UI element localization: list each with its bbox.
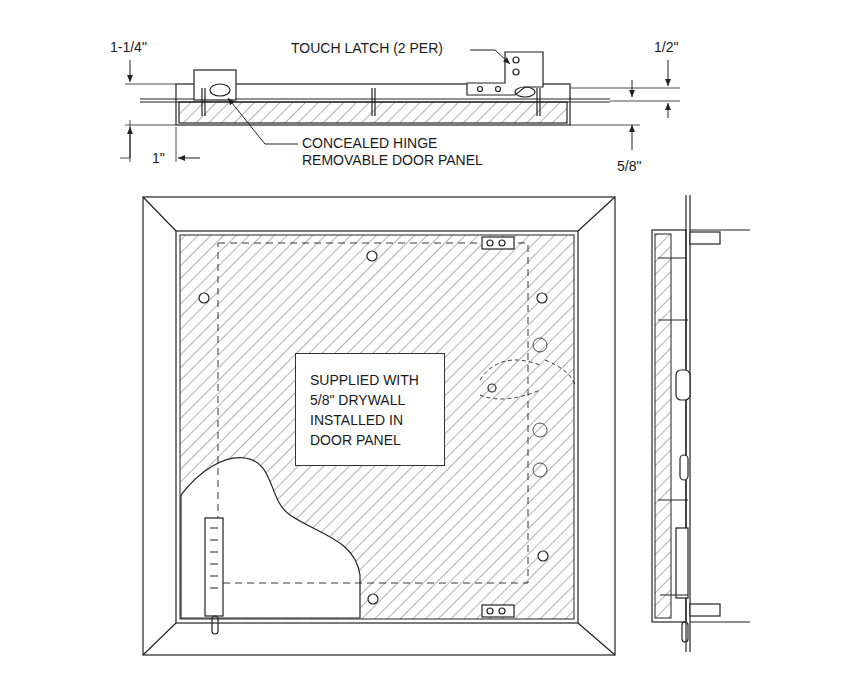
callout-label: TOUCH LATCH (2 PER): [289, 40, 445, 56]
dimension-label: 5/8": [615, 158, 643, 174]
callout-label: REMOVABLE DOOR PANEL: [300, 152, 485, 168]
dimension-label: 1-1/4": [108, 39, 149, 55]
note-text: SUPPLIED WITH 5/8" DRYWALL INSTALLED IN …: [310, 370, 430, 450]
dimension-label: 1": [150, 150, 167, 166]
callout-label: CONCEALED HINGE: [300, 135, 439, 151]
note-box: SUPPLIED WITH 5/8" DRYWALL INSTALLED IN …: [295, 353, 445, 466]
dimension-label: 1/2": [652, 39, 680, 55]
